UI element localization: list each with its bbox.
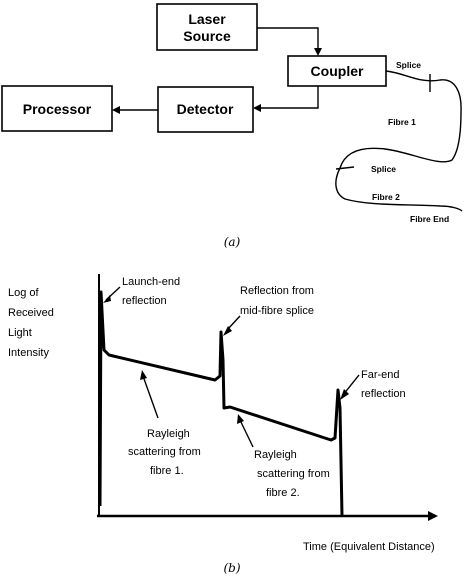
x-axis-arrowhead — [428, 511, 438, 521]
rayleigh-2-label-line3: fibre 2. — [266, 487, 300, 499]
trace-line — [98, 290, 344, 517]
fibre-1-label: Fibre 1 — [388, 117, 416, 127]
laser-source-label-line2: Source — [183, 28, 231, 44]
coupler-to-detector-arrowhead — [253, 104, 261, 112]
splice-2-mark — [335, 166, 355, 170]
fibre-end-label: Fibre End — [410, 214, 449, 224]
coupler-box — [287, 55, 387, 87]
rayleigh-1-arrow-line — [142, 375, 159, 419]
launch-end-label-line2: reflection — [122, 295, 167, 307]
laser-source-label-line1: Laser — [188, 11, 226, 27]
far-end-label-line1: Far-end — [361, 369, 400, 381]
x-axis-label: Time (Equivalent Distance) — [303, 541, 435, 553]
y-label-line2: Received — [8, 307, 54, 319]
mid-splice-arrowhead — [223, 326, 232, 336]
coupler-to-detector-line — [260, 86, 319, 109]
coupler-label: Coupler — [311, 63, 364, 79]
y-label-line4: Intensity — [8, 347, 49, 359]
rayleigh-2-label-line1: Rayleigh — [254, 449, 297, 461]
rayleigh-1-label-line3: fibre 1. — [150, 465, 184, 477]
otdr-trace-diagram: Log of Received Light Intensity Launch-e… — [8, 274, 438, 575]
y-label-line3: Light — [8, 327, 32, 339]
laser-source-box — [156, 3, 258, 51]
caption-b: (b) — [223, 561, 240, 575]
fibre-2-label: Fibre 2 — [372, 192, 400, 202]
far-end-arrowhead — [340, 389, 349, 400]
mid-splice-label-line1: Reflection from — [240, 285, 314, 297]
rayleigh-2-arrow-line — [239, 419, 254, 448]
rayleigh-1-label-line2: scattering from — [128, 446, 201, 458]
fibre-line — [335, 70, 463, 212]
block-diagram: Laser Source Coupler Detector Processor … — [1, 3, 463, 249]
detector-to-processor-arrowhead — [112, 106, 120, 114]
caption-a: (a) — [224, 235, 241, 249]
detector-label: Detector — [177, 101, 234, 117]
detector-box — [157, 86, 254, 133]
mid-splice-label-line2: mid-fibre splice — [240, 305, 314, 317]
rayleigh-2-arrowhead — [237, 414, 244, 424]
splice-1-label: Splice — [396, 60, 421, 70]
rayleigh-2-label-line2: scattering from — [257, 468, 330, 480]
launch-end-label-line1: Launch-end — [122, 276, 180, 288]
processor-box — [1, 85, 113, 132]
far-end-label-line2: reflection — [361, 388, 406, 400]
splice-2-label: Splice — [371, 164, 396, 174]
rayleigh-1-arrowhead — [140, 370, 147, 380]
processor-label: Processor — [23, 101, 92, 117]
laser-to-coupler-line — [257, 27, 319, 50]
y-label-line1: Log of — [8, 287, 40, 299]
rayleigh-1-label-line1: Rayleigh — [147, 428, 190, 440]
launch-end-arrowhead — [103, 295, 111, 303]
laser-to-coupler-arrowhead — [314, 48, 322, 56]
